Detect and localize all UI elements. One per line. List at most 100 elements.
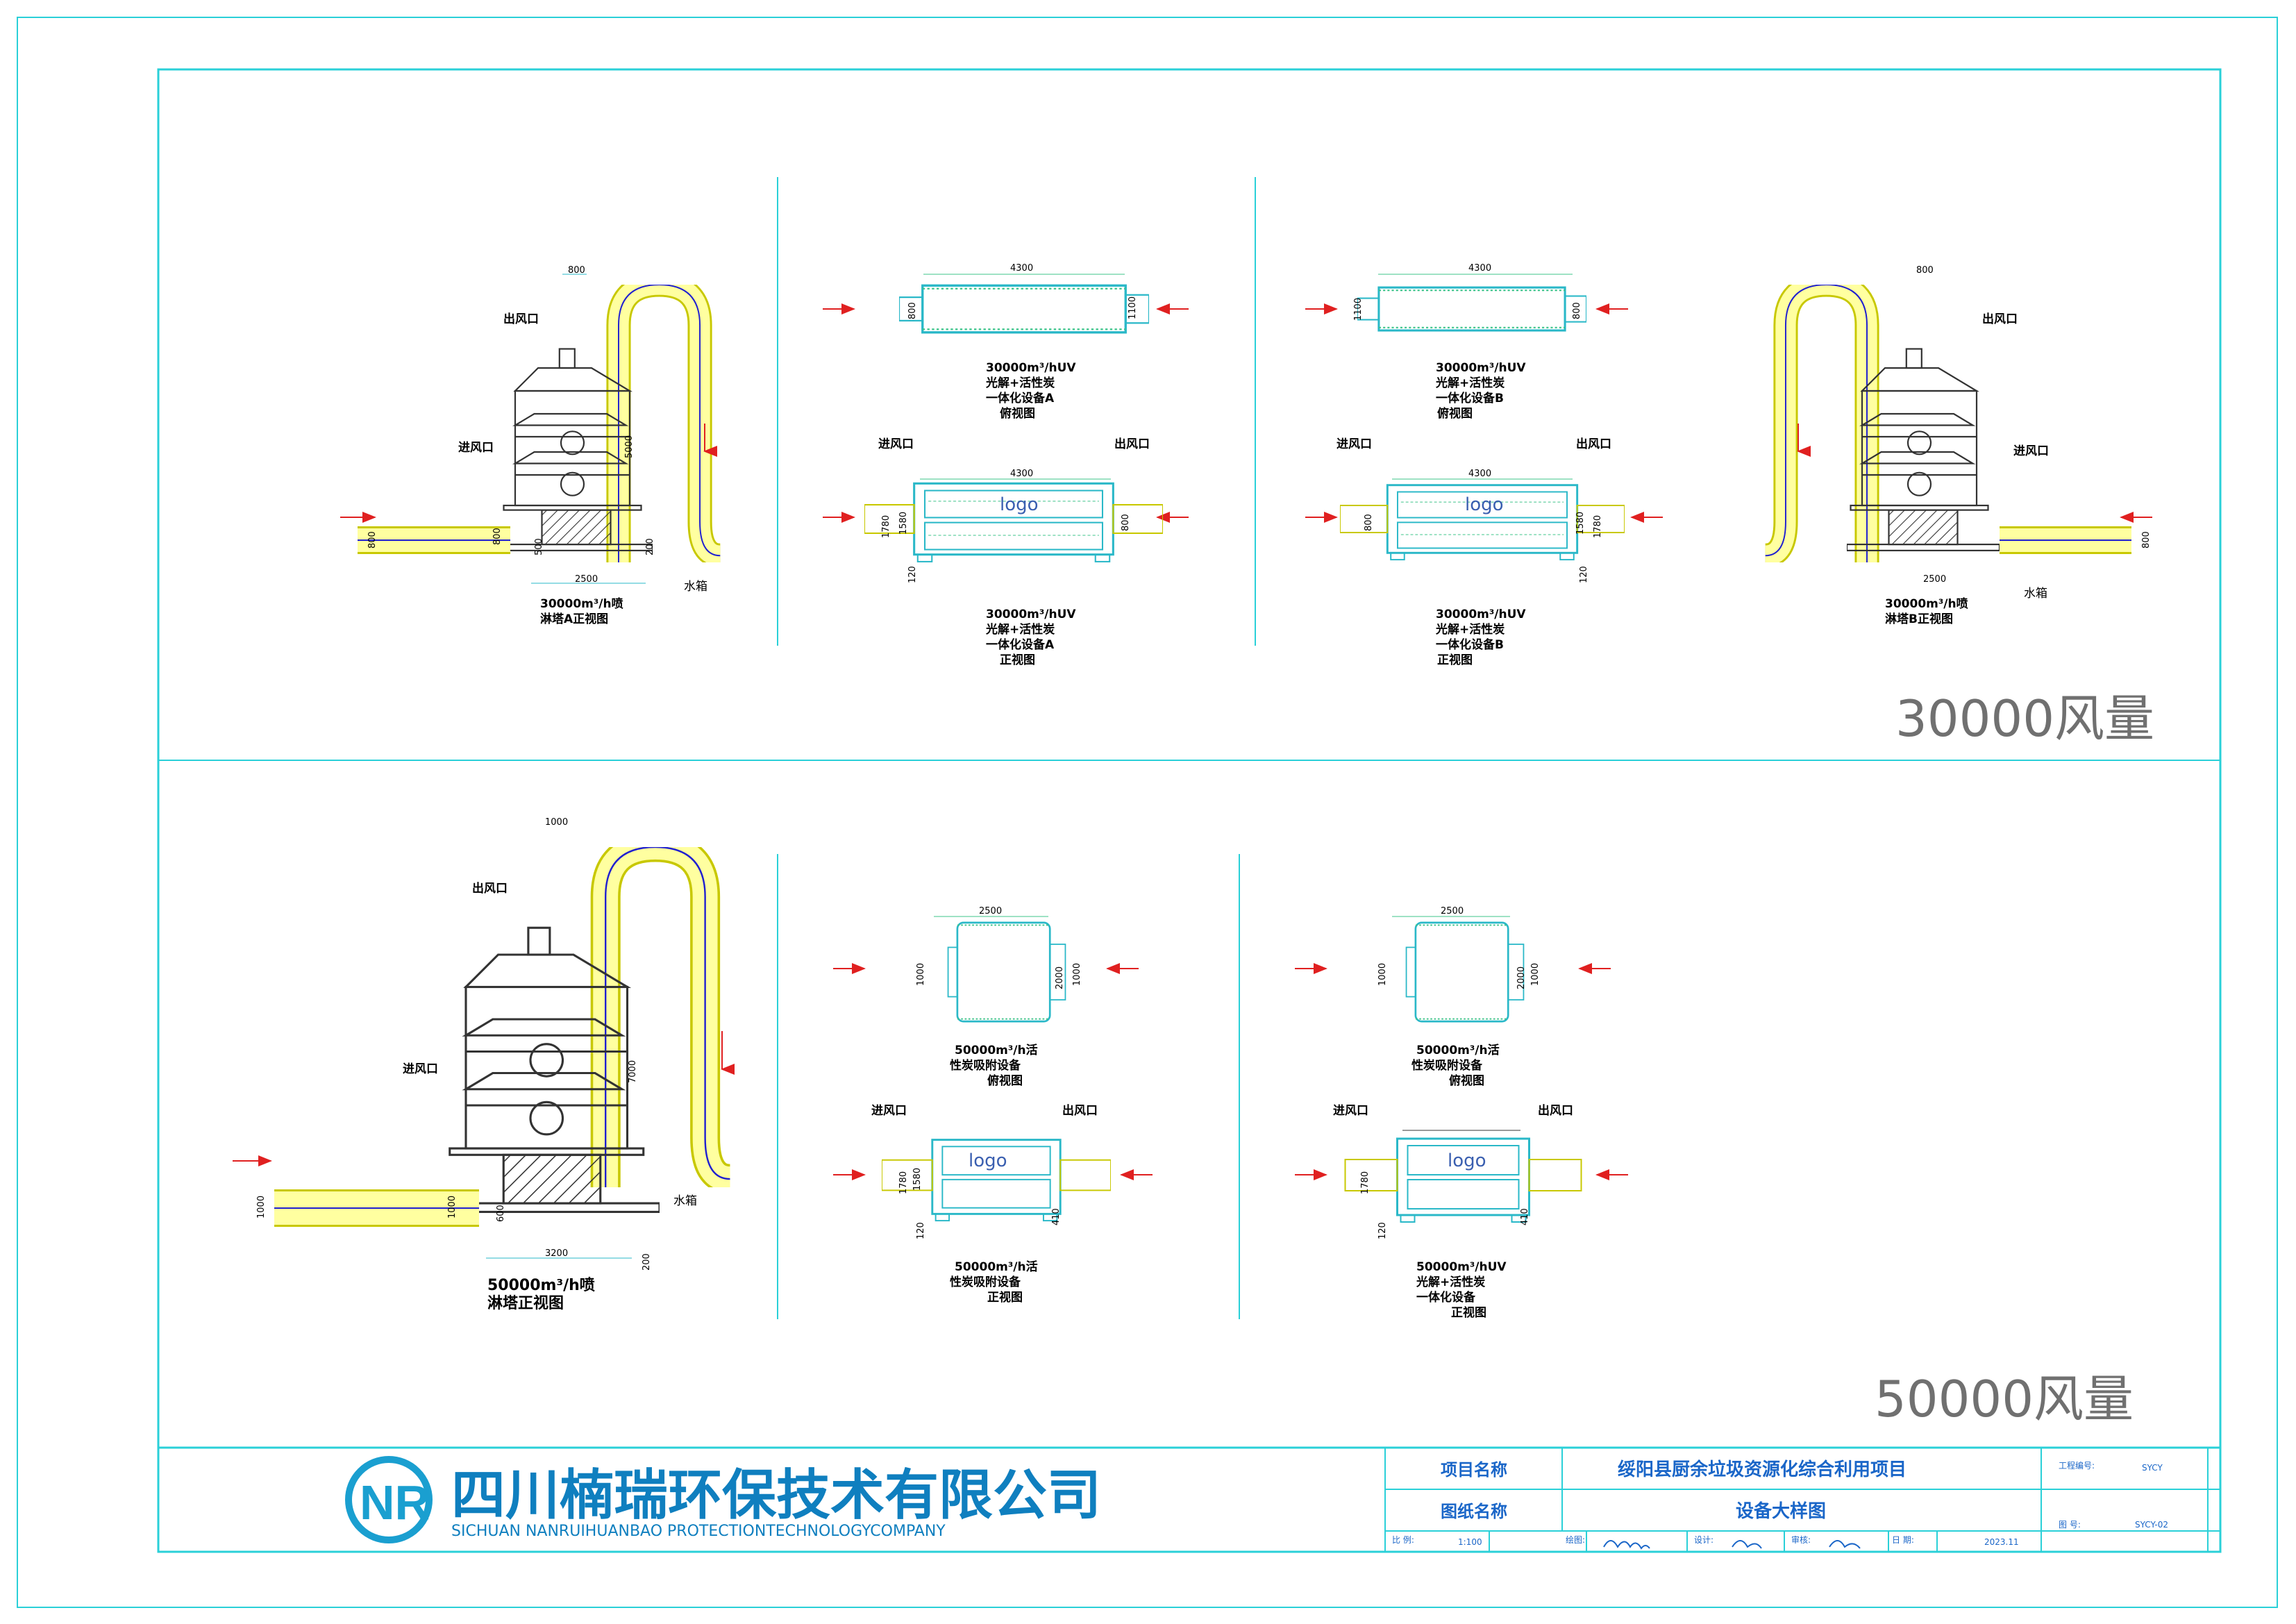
tower-50-dim-tank: 600 bbox=[496, 1205, 506, 1222]
ac-a-front-caption-1: 50000m³/h活 bbox=[955, 1259, 1038, 1274]
tower-a-front-view: 800 5000 800 800 500 200 2500 出风口 进风口 水箱… bbox=[340, 265, 720, 626]
uv-b-front-outlet-label: 出风口 bbox=[1576, 437, 1611, 451]
uv-b-front-dim-h2: 1780 bbox=[1593, 515, 1603, 538]
ac-b-front-dim-out: 410 bbox=[1520, 1208, 1530, 1225]
ac-b-front-caption-3: 一体化设备 bbox=[1416, 1290, 1476, 1305]
tower-50-inlet-label: 进风口 bbox=[403, 1062, 438, 1076]
scale-label: 比 例: bbox=[1392, 1535, 1414, 1545]
uv-a-front-view: logo 4300 1780 1580 120 800 进风口 出风口 3000… bbox=[823, 437, 1189, 667]
lower-section-label: 50000风量 bbox=[1875, 1370, 2134, 1428]
ac-a-top-caption-1: 50000m³/h活 bbox=[955, 1043, 1038, 1057]
tower-50000-front-view: 1000 7000 1000 1000 600 200 3200 出风口 进风口… bbox=[233, 817, 730, 1312]
ac-a-top-dim-right2: 1000 bbox=[1072, 963, 1082, 986]
drawn-by-label: 绘图: bbox=[1566, 1534, 1585, 1545]
tower-50-dim-width: 3200 bbox=[545, 1248, 568, 1259]
ac-a-top-view: 2500 1000 2000 1000 50000m³/h活 性炭吸附设备 俯视… bbox=[833, 906, 1139, 1088]
ac-b-top-dim-left: 1000 bbox=[1377, 963, 1388, 986]
ac-a-front-caption-3: 正视图 bbox=[987, 1290, 1023, 1305]
uv-b-top-dim-length: 4300 bbox=[1468, 263, 1491, 274]
ac-a-front-inlet-label: 进风口 bbox=[871, 1104, 907, 1118]
ac-b-top-dim-right2: 1000 bbox=[1530, 963, 1541, 986]
company-logo: NR bbox=[345, 1456, 433, 1543]
tower-a-dim-inlet: 800 bbox=[492, 528, 503, 545]
tower-b-dim-inlet: 800 bbox=[2141, 531, 2152, 549]
ac-a-top-dim-right: 2000 bbox=[1055, 966, 1065, 989]
tower-a-inlet-label: 进风口 bbox=[458, 441, 494, 455]
uv-a-front-caption-3: 一体化设备A bbox=[986, 637, 1055, 652]
uv-b-top-dim-right: 800 bbox=[1572, 302, 1582, 319]
uv-a-front-dim-outlet: 800 bbox=[1121, 514, 1131, 531]
ac-b-front-dim-h1: 1780 bbox=[1360, 1171, 1371, 1194]
ac-a-front-outlet-label: 出风口 bbox=[1062, 1103, 1098, 1118]
uv-b-top-caption-4: 俯视图 bbox=[1437, 406, 1473, 421]
tower-50-outlet-label: 出风口 bbox=[472, 881, 508, 896]
uv-b-top-view: 4300 1100 800 30000m³/hUV 光解+活性炭 一体化设备B … bbox=[1305, 263, 1628, 421]
uv-a-front-caption-2: 光解+活性炭 bbox=[985, 622, 1055, 637]
tower-50-dim-pipe: 1000 bbox=[447, 1196, 458, 1219]
ac-b-front-view: logo 1780 120 410 进风口 出风口 50000m³/hUV 光解… bbox=[1295, 1103, 1628, 1320]
uv-b-top-caption-1: 30000m³/hUV bbox=[1436, 361, 1526, 375]
design-signature bbox=[1732, 1540, 1762, 1549]
uv-a-front-caption-4: 正视图 bbox=[1000, 653, 1035, 667]
sheet-no-label: 图 号: bbox=[2059, 1520, 2081, 1530]
tower-a-dim-width: 2500 bbox=[575, 574, 598, 585]
drawing-name-label: 图纸名称 bbox=[1441, 1502, 1507, 1521]
uv-b-front-dim-inlet: 800 bbox=[1364, 514, 1374, 531]
ac-b-front-logo: logo bbox=[1448, 1150, 1486, 1171]
ac-b-top-caption-2: 性炭吸附设备 bbox=[1411, 1058, 1483, 1073]
uv-b-front-caption-3: 一体化设备B bbox=[1436, 637, 1504, 652]
ac-b-front-inlet-label: 进风口 bbox=[1333, 1104, 1368, 1118]
title-block-grid bbox=[1384, 1448, 2220, 1552]
check-label: 审核: bbox=[1791, 1534, 1811, 1545]
uv-a-front-caption-1: 30000m³/hUV bbox=[986, 608, 1076, 621]
ac-a-top-dim-left: 1000 bbox=[916, 963, 926, 986]
project-no-label: 工程编号: bbox=[2059, 1460, 2095, 1471]
tower-a-dim-pipe: 800 bbox=[367, 531, 378, 549]
uv-a-front-dim-base: 120 bbox=[907, 566, 918, 583]
ac-a-top-caption-3: 俯视图 bbox=[987, 1073, 1023, 1088]
tower-a-dim-base: 200 bbox=[645, 538, 655, 555]
tower-b-tank-label: 水箱 bbox=[2024, 587, 2047, 601]
project-name-label: 项目名称 bbox=[1441, 1460, 1507, 1480]
ac-b-front-dim-base: 120 bbox=[1377, 1222, 1388, 1239]
uv-a-front-dim-h1: 1780 bbox=[881, 515, 891, 538]
tower-a-tank-label: 水箱 bbox=[684, 580, 707, 594]
ac-b-top-view: 2500 1000 2000 1000 50000m³/h活 性炭吸附设备 俯视… bbox=[1295, 906, 1611, 1088]
ac-a-front-dim-out: 410 bbox=[1051, 1208, 1062, 1225]
tower-50-dim-height: 7000 bbox=[628, 1060, 638, 1083]
tower-50-caption-2: 淋塔正视图 bbox=[487, 1294, 564, 1312]
uv-a-top-dim-left: 800 bbox=[907, 302, 918, 319]
company-name-cn: 四川楠瑞环保技术有限公司 bbox=[451, 1464, 1101, 1527]
tower-b-inlet-label: 进风口 bbox=[2013, 444, 2049, 458]
uv-a-top-view: 4300 800 1100 30000m³/hUV 光解+活性炭 一体化设备A … bbox=[823, 263, 1189, 421]
uv-b-front-caption-2: 光解+活性炭 bbox=[1435, 622, 1505, 637]
ac-b-front-caption-4: 正视图 bbox=[1451, 1305, 1486, 1320]
ac-a-front-dim-h1: 1780 bbox=[898, 1171, 909, 1194]
uv-b-top-caption-2: 光解+活性炭 bbox=[1435, 376, 1505, 390]
uv-b-front-caption-4: 正视图 bbox=[1437, 653, 1473, 667]
uv-b-front-logo: logo bbox=[1465, 494, 1504, 515]
tower-a-caption-1: 30000m³/h喷 bbox=[540, 597, 623, 611]
uv-b-front-dim-h1: 1580 bbox=[1575, 512, 1586, 535]
tower-a-dim-top: 800 bbox=[568, 265, 585, 276]
tower-50-tank-label: 水箱 bbox=[673, 1194, 697, 1208]
upper-section-label: 30000风量 bbox=[1895, 689, 2154, 748]
uv-a-top-dim-length: 4300 bbox=[1010, 263, 1033, 274]
sheet-no-value: SYCY-02 bbox=[2135, 1520, 2168, 1530]
project-no-value: SYCY bbox=[2142, 1463, 2163, 1473]
project-name-value: 绥阳县厨余垃圾资源化综合利用项目 bbox=[1618, 1459, 1907, 1480]
scale-value: 1:100 bbox=[1458, 1537, 1482, 1547]
ac-a-front-view: logo 1780 1580 120 410 进风口 出风口 50000m³/h… bbox=[833, 1103, 1153, 1305]
tower-a-caption-2: 淋塔A正视图 bbox=[540, 612, 608, 626]
uv-b-front-dim-length: 4300 bbox=[1468, 469, 1491, 479]
date-value: 2023.11 bbox=[1984, 1537, 2019, 1547]
drawing-name-value: 设备大样图 bbox=[1736, 1500, 1826, 1522]
tower-b-dim-top: 800 bbox=[1916, 265, 1934, 276]
tower-50-caption-1: 50000m³/h喷 bbox=[487, 1277, 595, 1294]
uv-a-top-caption-3: 一体化设备A bbox=[986, 391, 1055, 405]
ac-b-front-caption-2: 光解+活性炭 bbox=[1416, 1275, 1485, 1289]
uv-b-front-inlet-label: 进风口 bbox=[1336, 437, 1372, 451]
design-label: 设计: bbox=[1694, 1535, 1713, 1545]
uv-a-top-dim-right: 1100 bbox=[1128, 296, 1138, 319]
uv-a-top-caption-4: 俯视图 bbox=[1000, 406, 1035, 421]
